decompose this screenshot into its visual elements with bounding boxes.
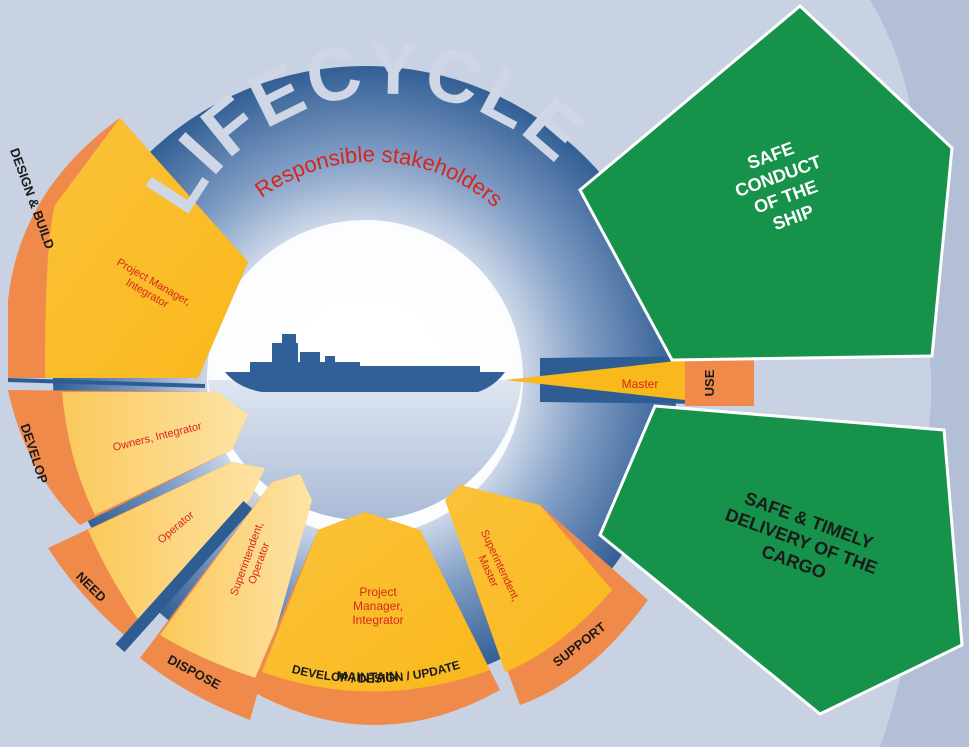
segment-develop: DEVELOP Owners, Integrator — [8, 390, 248, 525]
segment-divider — [7, 378, 206, 388]
segment-dispose: DISPOSE Superintendent, Operator — [140, 474, 312, 720]
segment-divider-blue — [115, 500, 253, 653]
ship-icon — [225, 334, 505, 392]
segment-maintain: MAINTAIN DEVELOP / DESIGN / UPDATE Proje… — [250, 512, 500, 725]
stakeholder-use: Master — [622, 377, 659, 391]
segment-support: SUPPORT Superintendent, Master — [445, 485, 648, 705]
phase-label-maintain: MAINTAIN — [336, 668, 399, 684]
stakeholder-maintain-2: Manager, — [353, 599, 403, 613]
stakeholder-maintain-1: Project — [359, 585, 397, 599]
goal-safe-conduct: SAFE CONDUCT OF THE SHIP — [578, 3, 954, 362]
stakeholder-maintain-3: Integrator — [352, 613, 403, 627]
goal-safe-delivery: SAFE & TIMELY DELIVERY OF THE CARGO — [598, 404, 964, 716]
phase-label-use: USE — [702, 369, 717, 396]
segment-use: Master USE — [505, 356, 754, 406]
